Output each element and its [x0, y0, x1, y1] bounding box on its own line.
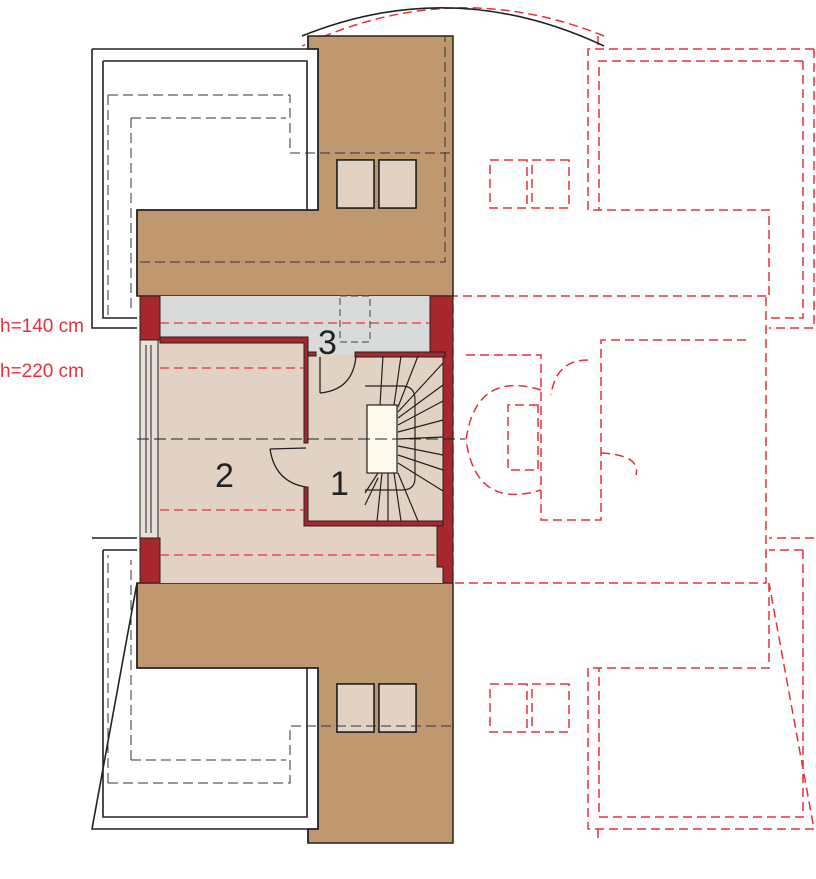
height-lines	[160, 322, 437, 556]
low-headroom-area	[140, 296, 453, 340]
hidden-roof-lines	[107, 36, 453, 784]
roof-hatch	[339, 295, 371, 343]
height-label-140: h=140 cm	[0, 316, 84, 337]
door-room-2[interactable]	[269, 447, 307, 488]
chimneys	[336, 159, 417, 733]
walls	[139, 295, 454, 584]
chimney-flue	[336, 159, 375, 209]
chimney-flue	[336, 683, 375, 733]
room-number-1: 1	[330, 465, 349, 503]
chimney-flue	[378, 683, 417, 733]
height-label-220: h=220 cm	[0, 361, 84, 382]
chimney-flue	[378, 159, 417, 209]
room-number-3: 3	[318, 324, 337, 362]
room-number-2: 2	[215, 457, 234, 495]
floor-room-3	[305, 340, 445, 355]
door-room-3[interactable]	[319, 355, 357, 394]
